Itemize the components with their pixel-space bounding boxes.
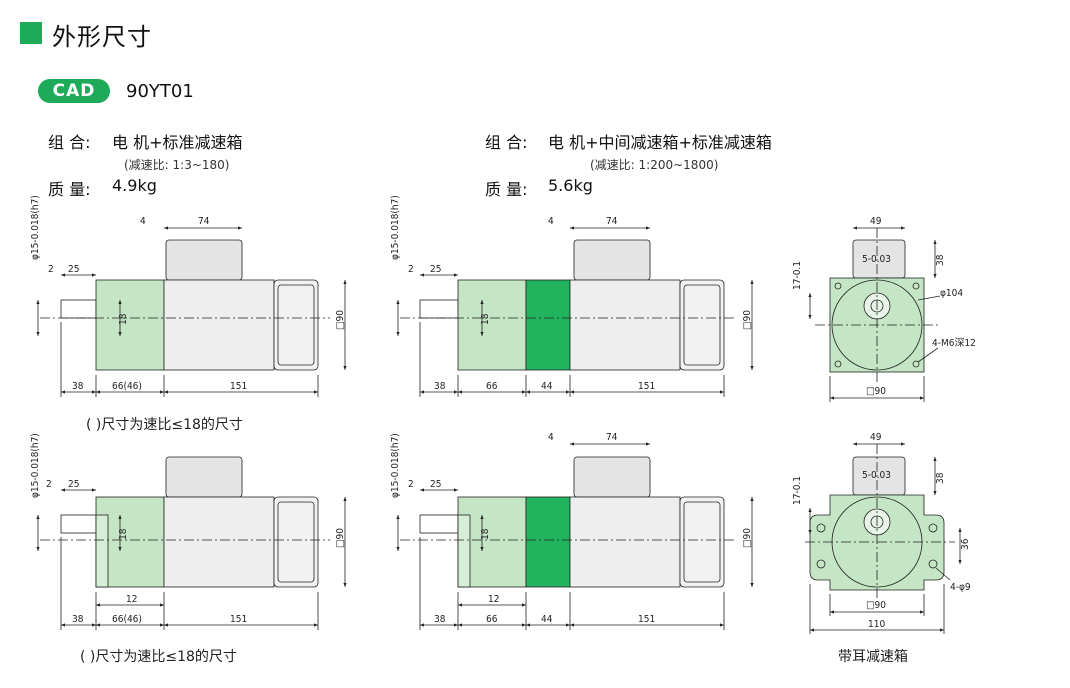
left-mass-value: 4.9kg xyxy=(112,176,157,195)
dim-4-tm: 4 xyxy=(548,216,554,227)
right-combo-value: 电 机+中间减速箱+标准减速箱 xyxy=(548,133,772,152)
drawing-top-middle xyxy=(396,226,754,397)
drawing-bottom-right xyxy=(805,442,962,634)
dim-12-bm: 12 xyxy=(488,594,499,605)
dim-151-tl: 151 xyxy=(230,381,247,392)
dim-49-br: 49 xyxy=(870,432,882,443)
dim-25-bl: 25 xyxy=(68,479,79,490)
right-combo-label: 组 合: xyxy=(485,133,528,152)
dim-38-tl: 38 xyxy=(72,381,84,392)
bracket-note-bottom: ( )尺寸为速比≤18的尺寸 xyxy=(80,649,237,665)
dim-44-bm: 44 xyxy=(541,614,553,625)
left-mass-label: 质 量: xyxy=(48,180,91,199)
dim-18-tl: 18 xyxy=(118,313,129,325)
dim-49-tr: 49 xyxy=(870,216,882,227)
dim-74-tm: 74 xyxy=(606,216,618,227)
dim-2-bm: 2 xyxy=(408,479,414,490)
title-square xyxy=(20,22,42,44)
right-mass-label: 质 量: xyxy=(485,180,528,199)
dim-18-bm: 18 xyxy=(480,528,491,540)
dim-18-tm: 18 xyxy=(480,313,491,325)
dim-25-tl: 25 xyxy=(68,264,79,275)
dim-key-tr: 5-0.03 xyxy=(862,254,891,265)
bracket-note-top: ( )尺寸为速比≤18的尺寸 xyxy=(86,417,243,433)
dim-38-bl: 38 xyxy=(72,614,84,625)
dim-66-46-tl: 66(46) xyxy=(112,381,142,392)
dim-12-bl: 12 xyxy=(126,594,137,605)
dim-17-br: 17-0.1 xyxy=(792,476,803,505)
dim-38-tm: 38 xyxy=(434,381,446,392)
dim-104-tr: φ104 xyxy=(940,288,963,299)
dim-25-bm: 25 xyxy=(430,479,441,490)
dim-38-br: 38 xyxy=(935,472,946,484)
model-code: 90YT01 xyxy=(126,81,194,102)
page-title: 外形尺寸 xyxy=(52,23,152,51)
left-combo-label: 组 合: xyxy=(48,133,91,152)
drawing-bottom-middle xyxy=(396,442,754,630)
dim-sq90-bl: □90 xyxy=(335,528,346,548)
dim-sq90-tl: □90 xyxy=(335,310,346,330)
dim-66-46-bl: 66(46) xyxy=(112,614,142,625)
dim-151-bm: 151 xyxy=(638,614,655,625)
dim-151-bl: 151 xyxy=(230,614,247,625)
dim-sq90-tr: □90 xyxy=(866,386,886,397)
left-ratio: (减速比: 1:3~180) xyxy=(124,158,230,172)
drawing-bottom-left xyxy=(36,456,347,630)
dim-sq90-tm: □90 xyxy=(742,310,753,330)
dim-44-tm: 44 xyxy=(541,381,553,392)
right-mass-value: 5.6kg xyxy=(548,176,593,195)
drawing-top-left xyxy=(36,226,347,397)
dim-74-bm: 74 xyxy=(606,432,618,443)
dim-shaft-tm: φ15-0.018(h7) xyxy=(390,195,401,260)
dim-holes-ear-br: 4-φ9 xyxy=(950,582,971,593)
dim-shaft-tl: φ15-0.018(h7) xyxy=(30,195,41,260)
dim-110-br: 110 xyxy=(868,619,885,630)
drawing-top-right xyxy=(808,226,941,402)
dim-key-br: 5-0.03 xyxy=(862,470,891,481)
dim-sq90-br: □90 xyxy=(866,600,886,611)
dim-4-tl: 4 xyxy=(140,216,146,227)
dim-2-tm: 2 xyxy=(408,264,414,275)
dim-151-tm: 151 xyxy=(638,381,655,392)
dim-74-tl: 74 xyxy=(198,216,210,227)
dim-66-bm: 66 xyxy=(486,614,498,625)
ear-caption: 带耳减速箱 xyxy=(838,649,908,665)
dim-38-tr: 38 xyxy=(935,254,946,266)
dim-17-tr: 17-0.1 xyxy=(792,261,803,290)
dim-4-bm: 4 xyxy=(548,432,554,443)
dim-shaft-bm: φ15-0.018(h7) xyxy=(390,433,401,498)
dim-shaft-bl: φ15-0.018(h7) xyxy=(30,433,41,498)
dim-66-tm: 66 xyxy=(486,381,498,392)
dim-18-bl: 18 xyxy=(118,528,129,540)
dim-38-bm: 38 xyxy=(434,614,446,625)
dim-sq90-bm: □90 xyxy=(742,528,753,548)
dim-36-br: 36 xyxy=(960,538,971,550)
dim-holes-tr: 4-M6深12 xyxy=(932,337,976,349)
left-combo-value: 电 机+标准减速箱 xyxy=(112,133,243,152)
dim-2-bl: 2 xyxy=(46,479,52,490)
cad-badge[interactable]: CAD xyxy=(38,79,110,103)
dim-25-tm: 25 xyxy=(430,264,441,275)
right-ratio: (减速比: 1:200~1800) xyxy=(590,158,719,172)
dim-2-tl: 2 xyxy=(48,264,54,275)
